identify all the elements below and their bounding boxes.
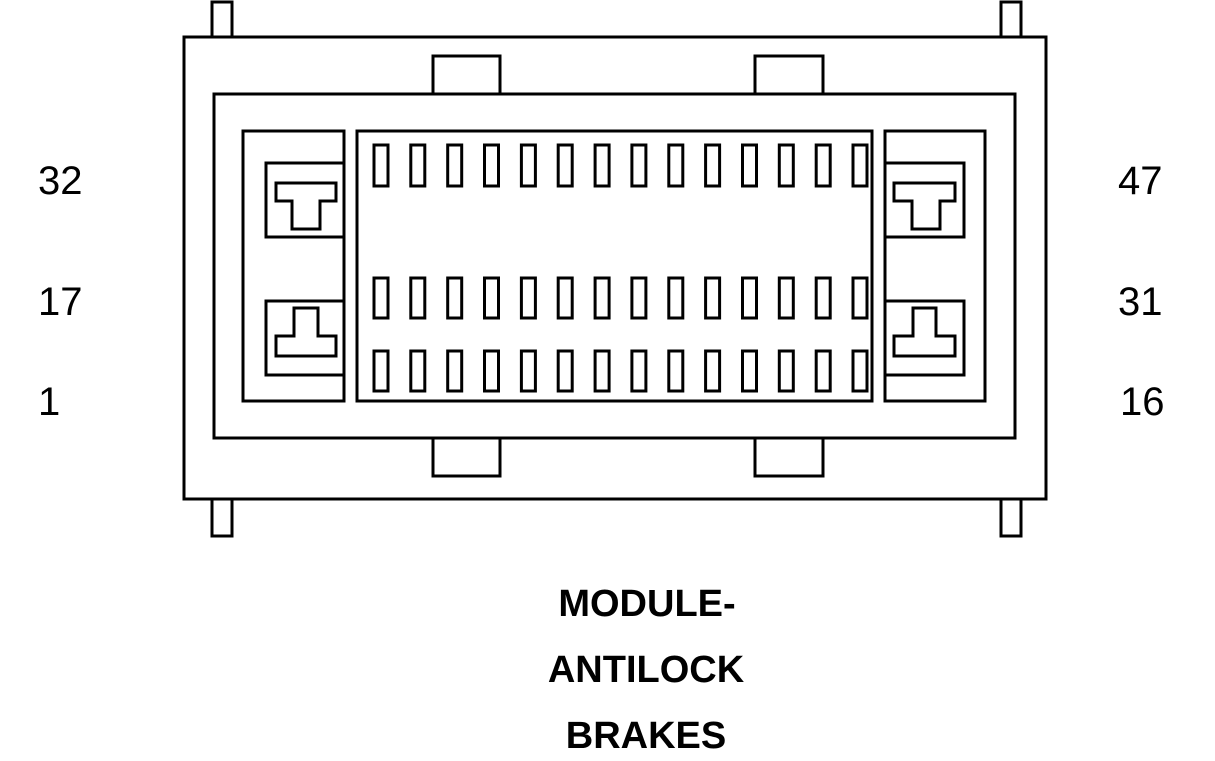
pin-cavity (704, 276, 722, 320)
mounting-post (999, 0, 1023, 40)
mounting-post (210, 496, 234, 538)
t-key-icon (274, 181, 338, 231)
pin-cavity (851, 143, 869, 188)
mounting-post (999, 496, 1023, 538)
latch-tab (753, 435, 825, 478)
pin-cavity (446, 349, 464, 393)
pin-cavity (630, 143, 648, 188)
pin-cavity (777, 143, 795, 188)
pin-cavity (409, 143, 427, 188)
pin-cavity (630, 349, 648, 393)
pin-cavity (593, 349, 611, 393)
pin-cavity (556, 276, 574, 320)
pin-cavity (814, 276, 832, 320)
pin-row-top (372, 143, 869, 188)
pin-cavity (741, 349, 758, 393)
pin-label-right-middle: 31 (1118, 280, 1163, 324)
pin-cavity (667, 349, 685, 393)
pin-cavity (556, 143, 574, 188)
latch-tab (431, 54, 502, 97)
pin-label-left-middle: 17 (38, 280, 83, 324)
pin-label-right-top: 47 (1118, 159, 1163, 203)
pin-cavity (372, 349, 390, 393)
pin-row-middle (372, 276, 869, 320)
pin-cavity (814, 143, 832, 188)
pin-row-bottom (372, 349, 869, 393)
pin-cavity (446, 143, 464, 188)
pin-cavity (851, 349, 869, 393)
pin-cavity (372, 143, 390, 188)
pin-cavity (593, 143, 611, 188)
pin-cavity (630, 276, 648, 320)
pin-cavity (409, 349, 427, 393)
t-key-icon (892, 181, 957, 231)
pin-cavity (519, 276, 537, 320)
pin-cavity (483, 349, 500, 393)
pin-cavity (556, 349, 574, 393)
pin-cavity (777, 349, 795, 393)
title-line-1: MODULE- (558, 583, 735, 625)
pin-label-left-top: 32 (38, 159, 83, 203)
pin-cavity (593, 276, 611, 320)
pin-cavity (704, 349, 722, 393)
mounting-post (210, 0, 234, 40)
pin-label-right-bottom: 16 (1120, 380, 1165, 424)
pin-cavity (483, 276, 500, 320)
title-line-3: BRAKES (566, 715, 726, 757)
pin-cavity (777, 276, 795, 320)
pin-cavity (519, 349, 537, 393)
pin-cavity (446, 276, 464, 320)
latch-tab (753, 54, 825, 97)
pin-cavity (519, 143, 537, 188)
pin-cavity (704, 143, 722, 188)
inverted-t-key-icon (892, 306, 957, 358)
pin-cavity (741, 276, 758, 320)
pin-cavity (667, 276, 685, 320)
pin-cavity (667, 143, 685, 188)
pin-cavity (741, 143, 758, 188)
pin-cavity (372, 276, 390, 320)
pin-cavity (483, 143, 500, 188)
pin-cavity (814, 349, 832, 393)
pin-label-left-bottom: 1 (38, 380, 60, 424)
pin-cavity (409, 276, 427, 320)
title-line-2: ANTILOCK (548, 649, 745, 691)
inverted-t-key-icon (274, 306, 338, 358)
pin-cavity (851, 276, 869, 320)
latch-tab (431, 435, 502, 478)
